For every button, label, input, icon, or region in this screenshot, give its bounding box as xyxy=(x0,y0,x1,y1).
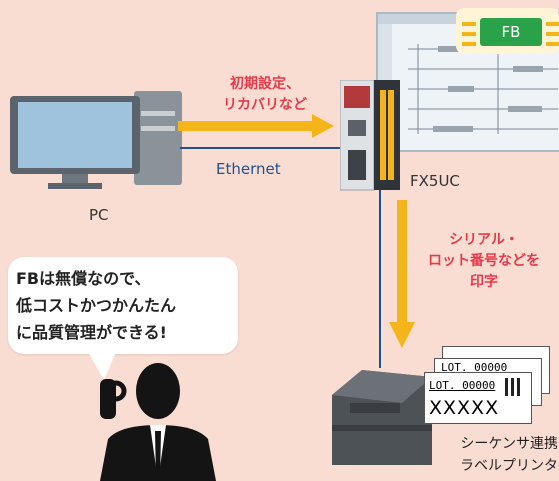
code-text: XXXXX xyxy=(429,397,500,419)
pc-label: PC xyxy=(89,206,109,224)
speech-bubble-tail xyxy=(88,352,116,380)
businessman-silhouette xyxy=(100,363,216,481)
qr-code-icon xyxy=(505,378,523,396)
fb-badge: FB xyxy=(456,8,559,54)
setup-arrow-label: 初期設定、 リカバリなど xyxy=(223,76,307,113)
fb-badge-text: FB xyxy=(501,23,521,41)
plc-icon xyxy=(340,80,400,191)
ethernet-line xyxy=(180,147,340,149)
label-printer-icon xyxy=(332,370,432,465)
plc-label: FX5UC xyxy=(410,172,460,190)
pc-computer-icon xyxy=(10,91,182,189)
print-arrow-label: シリアル・ ロット番号などを 印字 xyxy=(428,232,540,290)
printer-caption: シーケンサ連携 ラベルプリンタ xyxy=(460,436,558,474)
serial-line xyxy=(379,188,381,368)
setup-arrow-icon xyxy=(178,114,334,138)
ethernet-label: Ethernet xyxy=(216,160,281,178)
print-arrow-icon xyxy=(389,200,415,348)
lot-text: LOT. 00000 xyxy=(429,379,496,392)
speech-bubble: FBは無償なので、 低コストかつかんたん に品質管理ができる! xyxy=(8,257,238,354)
bubble-text: FBは無償なので、 低コストかつかんたん に品質管理ができる! xyxy=(16,269,177,342)
label-card-front: LOT. 00000 XXXXX xyxy=(424,372,532,424)
